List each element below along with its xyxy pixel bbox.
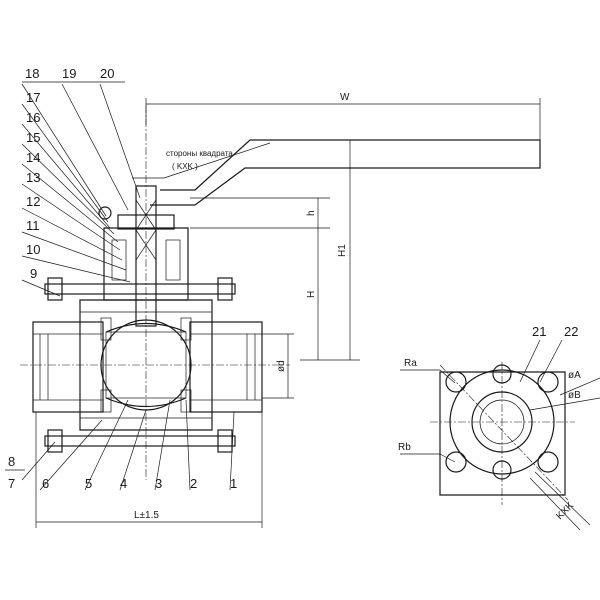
left-end-connector <box>32 321 104 413</box>
dimension-lines <box>35 98 541 528</box>
stop-screw <box>98 206 112 220</box>
callout-16: 16 <box>26 110 40 125</box>
callout-2: 2 <box>190 476 197 491</box>
dim-ra: Ra <box>404 358 417 369</box>
nut-bottom-right <box>217 429 233 453</box>
callout-7: 7 <box>8 476 15 491</box>
dim-h-small: h <box>306 210 317 216</box>
lever-handle <box>150 139 541 206</box>
flange-view <box>430 362 575 505</box>
dim-w: W <box>340 92 350 103</box>
callout-leaders <box>21 83 235 491</box>
callout-11: 11 <box>26 218 40 233</box>
callout-6: 6 <box>42 476 49 491</box>
callout-3: 3 <box>155 476 162 491</box>
dim-a: øA <box>568 370 581 381</box>
bolt-hole-tl <box>445 371 467 393</box>
callout-20: 20 <box>100 66 114 81</box>
nut-top-left <box>47 277 63 301</box>
stem <box>135 185 157 327</box>
dim-l: L±1.5 <box>134 510 159 521</box>
nut-bottom-left <box>47 429 63 453</box>
dim-d: ød <box>276 360 287 372</box>
callout-10: 10 <box>26 242 40 257</box>
bolt-hole-br <box>537 451 559 473</box>
bolt-hole-bl <box>445 451 467 473</box>
dim-b: øB <box>568 390 581 401</box>
flange-square <box>439 371 566 496</box>
callout-13: 13 <box>26 170 40 185</box>
nut-top-right <box>217 277 233 301</box>
dim-rb: Rb <box>398 442 411 453</box>
top-bolt <box>44 283 236 295</box>
callout-1: 1 <box>230 476 237 491</box>
callout-12: 12 <box>26 194 40 209</box>
callout-14: 14 <box>26 150 40 165</box>
callout-8: 8 <box>8 454 15 469</box>
callout-4: 4 <box>120 476 127 491</box>
square-note: стороны квадрата <box>166 149 233 158</box>
bolt-hole-tr <box>537 371 559 393</box>
seat-right <box>180 317 192 341</box>
right-end-connector <box>189 321 263 413</box>
callout-21: 21 <box>532 324 546 339</box>
dim-kxk: KXK <box>554 500 576 522</box>
side-view <box>20 105 541 480</box>
gland-nut <box>117 214 175 230</box>
callout-22: 22 <box>564 324 578 339</box>
seat-left <box>100 317 112 341</box>
callout-19: 19 <box>62 66 76 81</box>
callout-18: 18 <box>25 66 39 81</box>
square-kxk: ( KXK ) <box>172 162 198 171</box>
dim-h1: H1 <box>337 244 348 257</box>
callout-17: 17 <box>26 90 40 105</box>
flange-leaders <box>400 339 600 531</box>
dim-h: H <box>306 291 317 298</box>
callout-15: 15 <box>26 130 40 145</box>
callout-5: 5 <box>85 476 92 491</box>
callout-9: 9 <box>30 266 37 281</box>
bottom-bolt <box>44 435 236 447</box>
